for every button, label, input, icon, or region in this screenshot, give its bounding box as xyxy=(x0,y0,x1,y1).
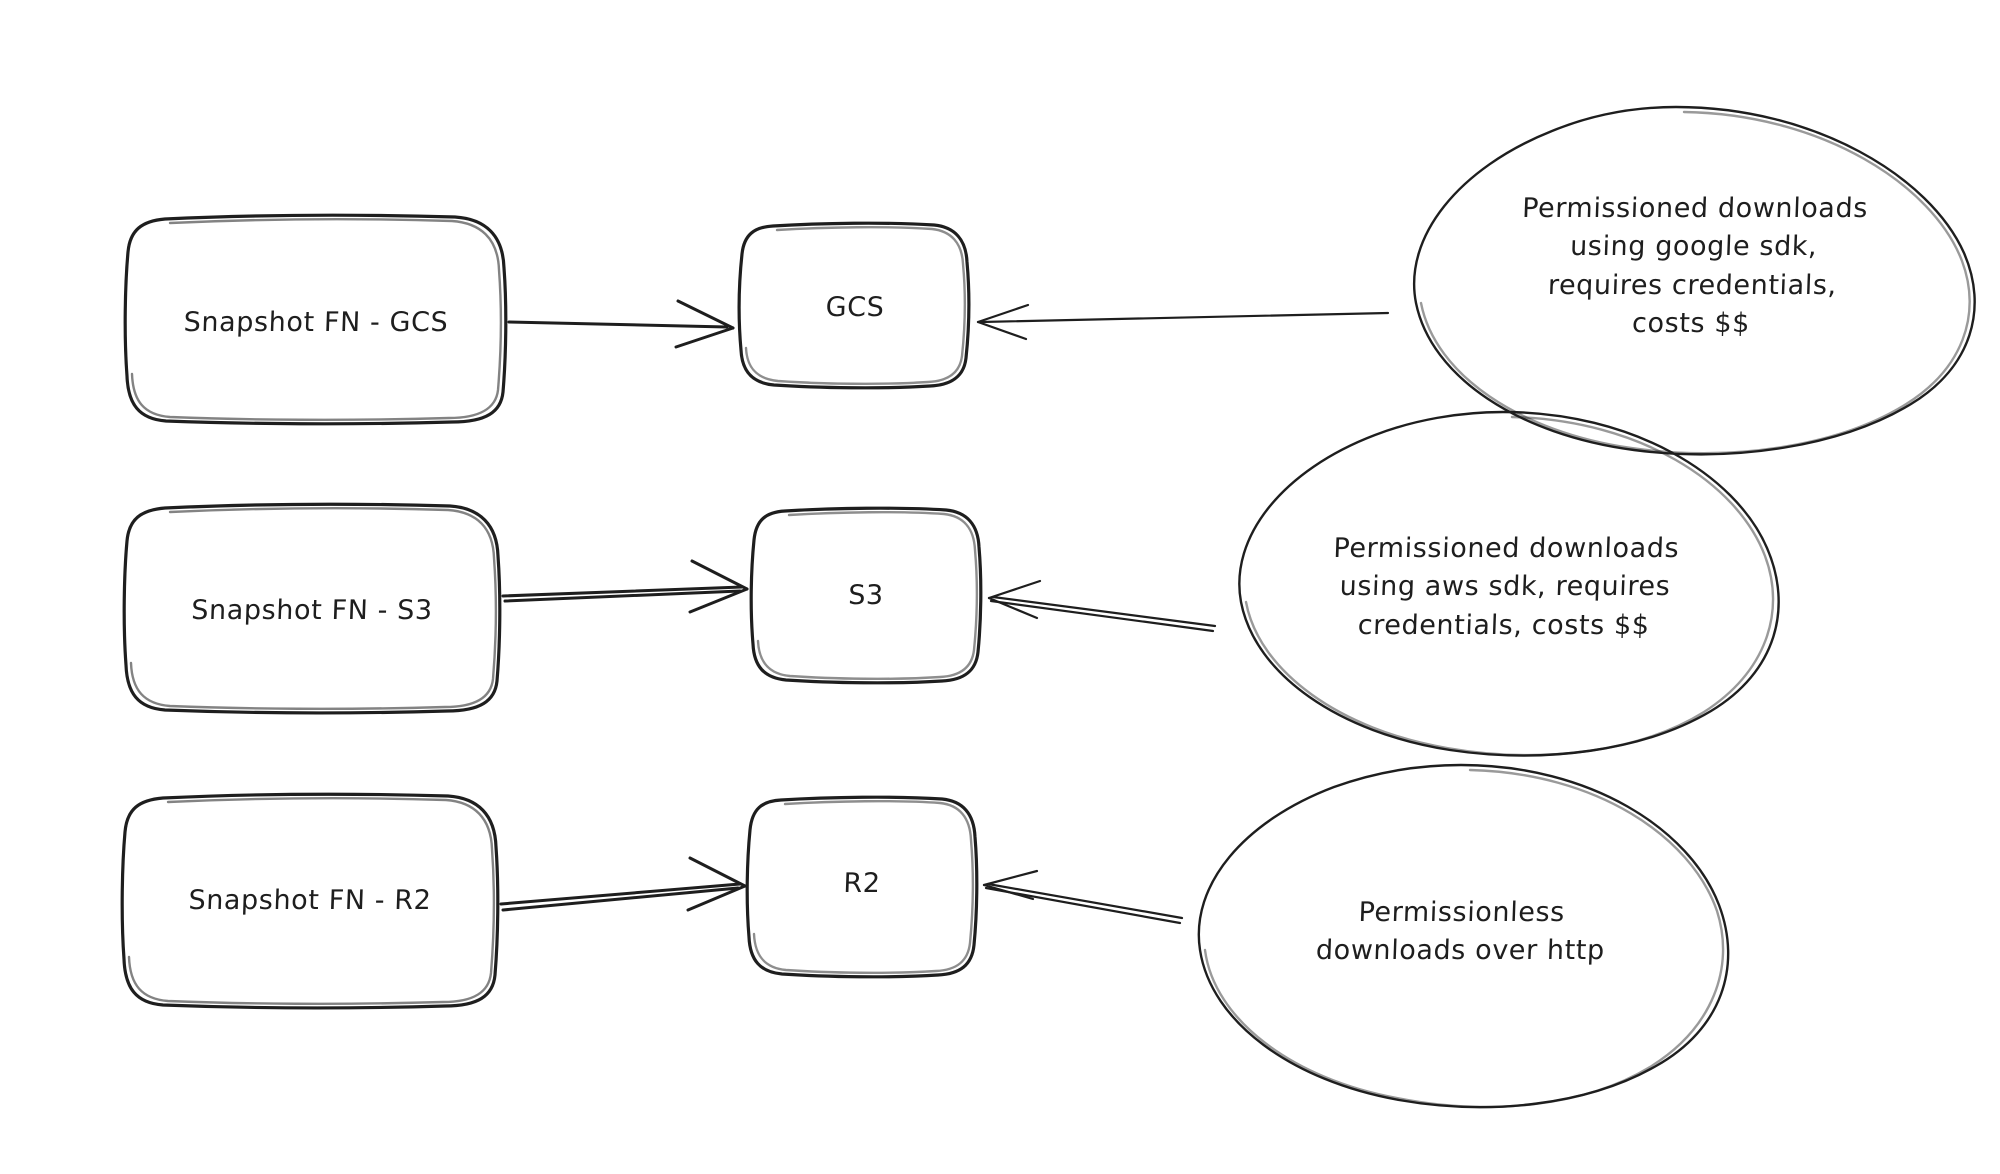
node-snapshot-fn-s3[interactable] xyxy=(122,502,502,715)
ellipse-note-s3[interactable] xyxy=(1238,410,1780,757)
node-gcs[interactable] xyxy=(737,221,971,390)
node-r2[interactable] xyxy=(745,795,979,979)
edge-snapshot-gcs-to-gcs xyxy=(507,299,735,349)
edge-note-gcs-to-gcs xyxy=(976,303,1390,341)
edge-note-s3-to-s3 xyxy=(987,579,1217,633)
ellipse-note-r2[interactable] xyxy=(1197,763,1730,1109)
node-s3[interactable] xyxy=(749,506,983,685)
edge-snapshot-s3-to-s3 xyxy=(501,559,749,614)
node-snapshot-fn-r2[interactable] xyxy=(120,792,500,1010)
edge-note-r2-to-r2 xyxy=(982,869,1184,925)
ellipse-note-gcs[interactable] xyxy=(1413,105,1976,456)
edge-snapshot-r2-to-r2 xyxy=(499,856,747,912)
node-snapshot-fn-gcs[interactable] xyxy=(123,213,508,426)
